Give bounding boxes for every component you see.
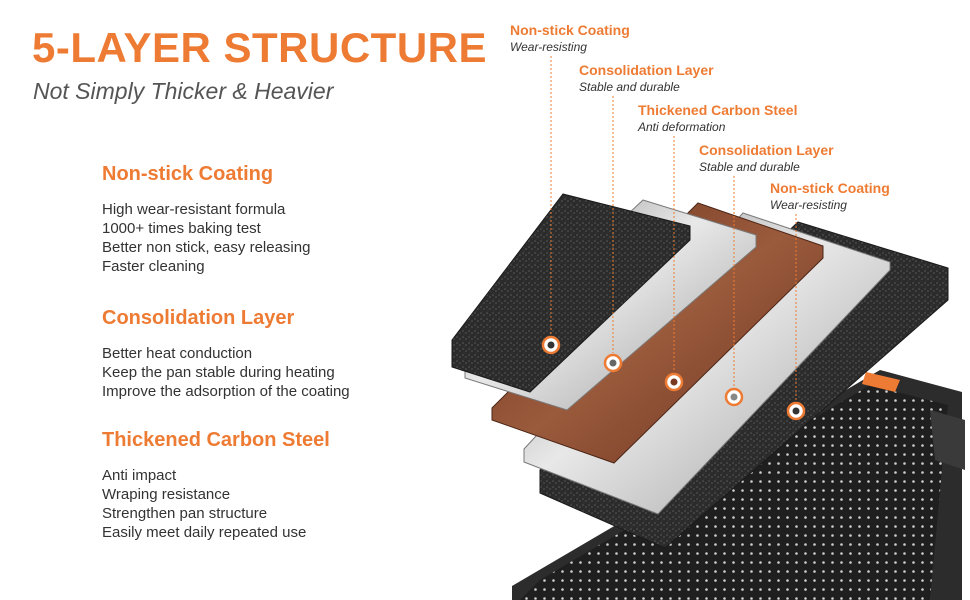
layer-marker-5 — [786, 401, 806, 421]
callout-layer-3: Thickened Carbon Steel Anti deformation — [638, 101, 797, 135]
callout-name: Thickened Carbon Steel — [638, 102, 798, 118]
callout-desc: Wear-resisting — [510, 40, 587, 54]
feature-item: Better heat conduction — [102, 345, 253, 362]
layer-marker-3 — [664, 372, 684, 392]
page-subtitle: Not Simply Thicker & Heavier — [33, 78, 334, 104]
feature-item: Improve the adsorption of the coating — [102, 383, 350, 400]
callout-name: Consolidation Layer — [579, 62, 714, 78]
feature-heading: Non-stick Coating — [102, 163, 274, 185]
feature-section-consolidation: Consolidation Layer Better heat conducti… — [102, 307, 350, 401]
callout-layer-5: Non-stick Coating Wear-resisting — [770, 179, 890, 213]
feature-list: High wear-resistant formula 1000+ times … — [102, 200, 310, 276]
layer-marker-4 — [724, 387, 744, 407]
feature-list: Better heat conduction Keep the pan stab… — [102, 344, 350, 401]
feature-item: Anti impact — [102, 467, 177, 484]
feature-section-nonstick: Non-stick Coating High wear-resistant fo… — [102, 163, 310, 276]
callout-desc: Wear-resisting — [770, 198, 847, 212]
feature-heading: Consolidation Layer — [102, 307, 295, 329]
callout-name: Non-stick Coating — [770, 180, 890, 196]
leader-lines — [550, 56, 797, 401]
feature-item: Faster cleaning — [102, 258, 205, 275]
layer-marker-2 — [603, 353, 623, 373]
callout-layer-2: Consolidation Layer Stable and durable — [579, 61, 714, 95]
feature-item: Easily meet daily repeated use — [102, 524, 307, 541]
layer-marker-1 — [541, 335, 561, 355]
feature-section-carbon-steel: Thickened Carbon Steel Anti impact Wrapi… — [102, 429, 330, 542]
feature-heading: Thickened Carbon Steel — [102, 429, 330, 451]
callout-layer-4: Consolidation Layer Stable and durable — [699, 141, 834, 175]
callout-desc: Anti deformation — [638, 120, 726, 134]
feature-item: Better non stick, easy releasing — [102, 239, 311, 256]
callout-desc: Stable and durable — [699, 160, 800, 174]
callout-name: Non-stick Coating — [510, 22, 630, 38]
callout-desc: Stable and durable — [579, 80, 680, 94]
feature-list: Anti impact Wraping resistance Strengthe… — [102, 466, 330, 542]
callout-name: Consolidation Layer — [699, 142, 834, 158]
feature-item: Wraping resistance — [102, 486, 231, 503]
feature-item: Keep the pan stable during heating — [102, 364, 335, 381]
feature-item: High wear-resistant formula — [102, 201, 286, 218]
page-title: 5-LAYER STRUCTURE — [32, 24, 487, 71]
callout-layer-1: Non-stick Coating Wear-resisting — [510, 21, 630, 55]
layer-nonstick-top — [451, 193, 691, 393]
feature-item: 1000+ times baking test — [102, 220, 261, 237]
feature-item: Strengthen pan structure — [102, 505, 268, 522]
